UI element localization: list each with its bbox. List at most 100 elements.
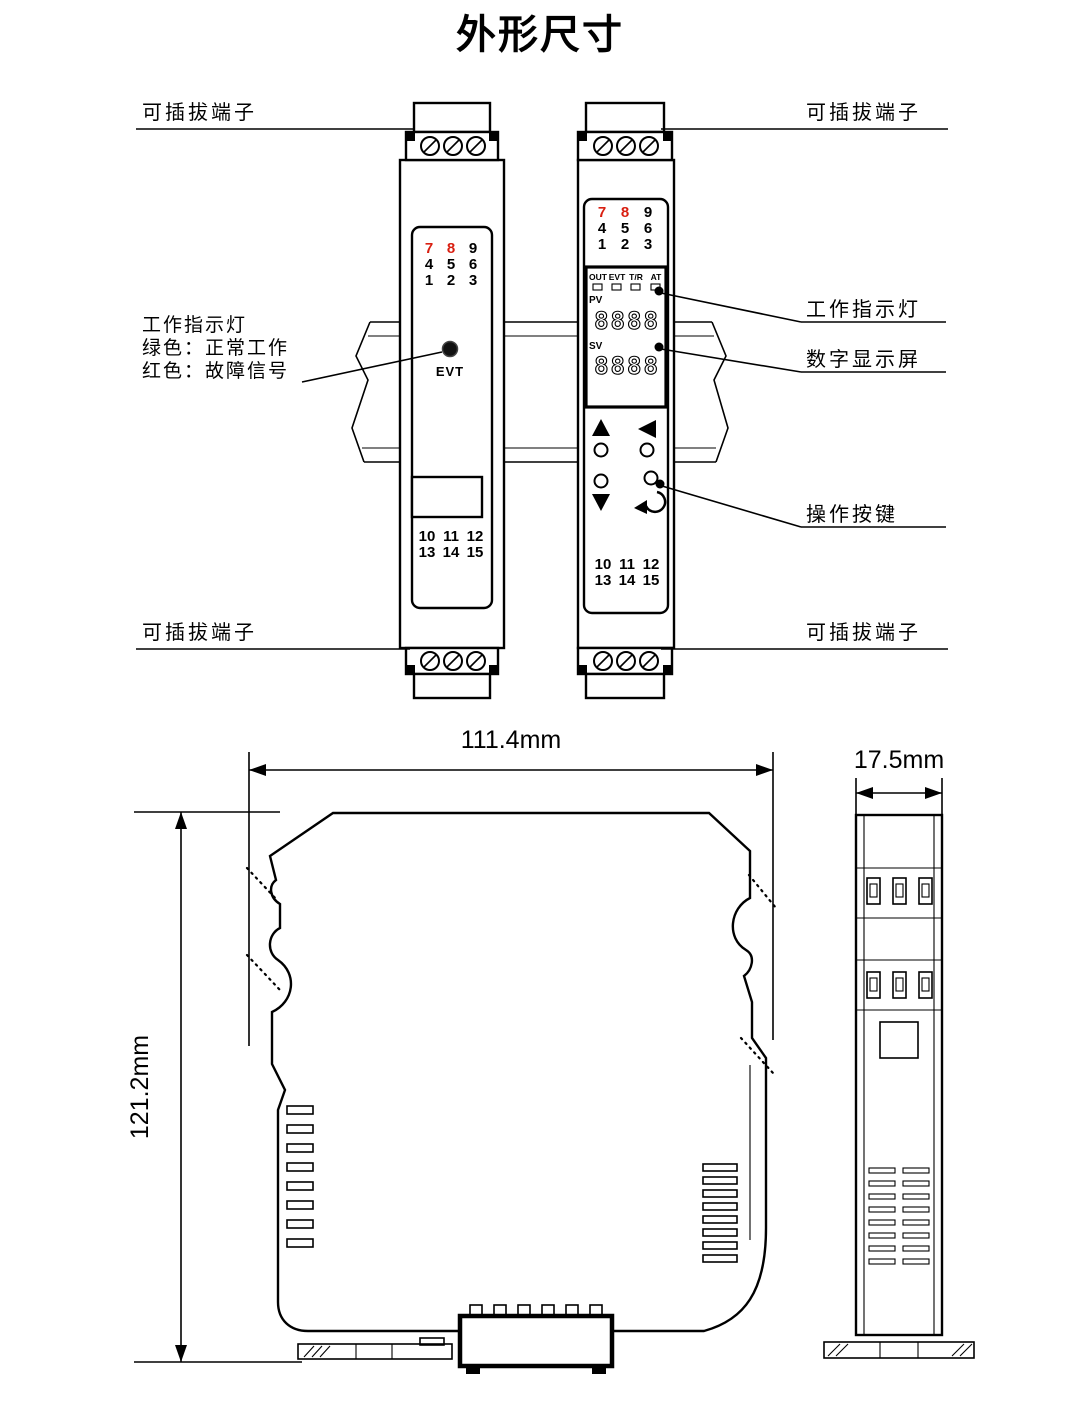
bus-connector	[457, 1304, 615, 1374]
front-terminal-mid	[866, 971, 933, 999]
side-view-outline	[268, 811, 768, 1333]
terminal-number: 7	[598, 204, 606, 221]
led-label: EVT	[436, 364, 464, 379]
terminal-number: 5	[621, 220, 629, 237]
callout-digital-display: 数字显示屏	[654, 342, 946, 373]
label-window	[410, 475, 484, 519]
left-top-terminal	[404, 101, 500, 162]
depth-dimension-value: 17.5mm	[854, 746, 944, 774]
status-led-icon	[611, 283, 622, 291]
terminal-number: 13	[419, 544, 436, 561]
leader-dot	[654, 286, 664, 296]
module-front-narrow-view	[823, 813, 975, 1359]
terminal-number: 4	[598, 220, 607, 237]
leader-line	[301, 351, 443, 383]
terminal-number: 1	[425, 272, 433, 289]
terminal-number: 15	[643, 572, 660, 589]
up-key	[593, 442, 609, 458]
dimension-height: 121.2mm	[126, 811, 302, 1363]
callout-label: 可插拔端子	[806, 621, 921, 644]
callout-operation-keys: 操作按键	[655, 479, 946, 528]
status-led-icon	[630, 283, 641, 291]
callout-terminal-top-right: 可插拔端子	[661, 101, 948, 130]
status-led-label: OUT	[589, 272, 608, 282]
terminal-number: 13	[595, 572, 612, 589]
pv-label: PV	[589, 295, 603, 306]
callout-terminal-bottom-right: 可插拔端子	[661, 621, 948, 650]
arrowhead-icon	[856, 787, 873, 799]
arrowhead-icon	[925, 787, 942, 799]
clip-dotted-line	[747, 873, 778, 910]
terminal-number: 10	[419, 528, 436, 545]
front-vent-grid	[868, 1167, 930, 1265]
left-key	[639, 442, 655, 458]
page-title: 外形尺寸	[456, 13, 624, 57]
arrowhead-icon	[249, 764, 266, 776]
right-bottom-terminal	[576, 646, 674, 700]
terminal-number: 9	[469, 240, 477, 257]
left-module: 7 8 9 4 5 6 1 2 3 EVT 10 11 12 13 14	[398, 101, 506, 700]
pv-display: 8888	[594, 307, 660, 335]
callout-terminal-bottom-left: 可插拔端子	[136, 621, 410, 650]
operation-keys	[592, 419, 667, 514]
left-bottom-terminal	[404, 646, 500, 700]
terminal-number: 3	[469, 272, 477, 289]
arrowhead-icon	[756, 764, 773, 776]
terminal-number: 8	[621, 204, 629, 221]
module-side-view	[245, 811, 778, 1374]
callout-indicator-right: 工作指示灯	[654, 286, 946, 323]
terminal-number: 11	[443, 528, 459, 545]
callout-label: 可插拔端子	[806, 101, 921, 124]
front-rail-foot	[823, 1341, 975, 1359]
terminal-number: 11	[619, 556, 635, 573]
return-arrowhead-icon	[634, 500, 647, 514]
right-top-terminal	[576, 101, 674, 162]
status-led-label: AT	[651, 272, 663, 282]
arrowhead-icon	[175, 812, 187, 829]
down-key	[593, 473, 609, 489]
leader-line	[660, 348, 802, 373]
status-led-label: T/R	[629, 272, 643, 282]
right-bottom-terminal-numbers: 10 11 12 13 14 15	[595, 556, 660, 589]
left-bottom-terminal-numbers: 10 11 12 13 14 15	[419, 528, 484, 561]
callout-label: 红色：故障信号	[142, 360, 289, 382]
work-led-icon	[441, 340, 459, 358]
terminal-number: 5	[447, 256, 455, 273]
up-arrow-icon	[592, 419, 610, 436]
clip-dotted-line	[245, 953, 282, 992]
arrowhead-icon	[175, 1345, 187, 1362]
terminal-number: 6	[469, 256, 477, 273]
sv-display: 8888	[594, 352, 660, 380]
clip-dotted-line	[245, 866, 279, 902]
terminal-number: 1	[598, 236, 606, 253]
terminal-number: 12	[467, 528, 484, 545]
callout-label: 操作按键	[806, 503, 898, 526]
terminal-number: 12	[643, 556, 660, 573]
terminal-number: 14	[443, 544, 460, 561]
leader-line	[660, 292, 802, 323]
callout-indicator-left: 工作指示灯 绿色：正常工作 红色：故障信号	[142, 314, 443, 383]
callout-label: 工作指示灯	[142, 314, 247, 336]
terminal-number: 14	[619, 572, 636, 589]
sv-label: SV	[589, 341, 603, 352]
terminal-number: 9	[644, 204, 652, 221]
terminal-number: 8	[447, 240, 455, 257]
leader-dot	[654, 342, 664, 352]
right-module: 7 8 9 4 5 6 1 2 3 OUT EVT T/R AT	[576, 101, 676, 700]
enter-key	[643, 470, 659, 486]
terminal-number: 7	[425, 240, 433, 257]
status-led-label: EVT	[609, 272, 626, 282]
vent-slots-left	[286, 1105, 314, 1248]
bottom-rail-foot	[297, 1337, 453, 1360]
front-view-outline	[854, 813, 944, 1337]
terminal-number: 2	[447, 272, 455, 289]
vent-slots-right	[702, 1163, 738, 1263]
front-clip-tab	[879, 1021, 919, 1059]
terminal-number: 2	[621, 236, 629, 253]
height-dimension-value: 121.2mm	[126, 1035, 154, 1139]
terminal-number: 15	[467, 544, 484, 561]
front-terminal-top	[866, 877, 933, 905]
terminal-number: 10	[595, 556, 612, 573]
left-top-terminal-numbers: 7 8 9 4 5 6 1 2 3	[425, 240, 477, 289]
